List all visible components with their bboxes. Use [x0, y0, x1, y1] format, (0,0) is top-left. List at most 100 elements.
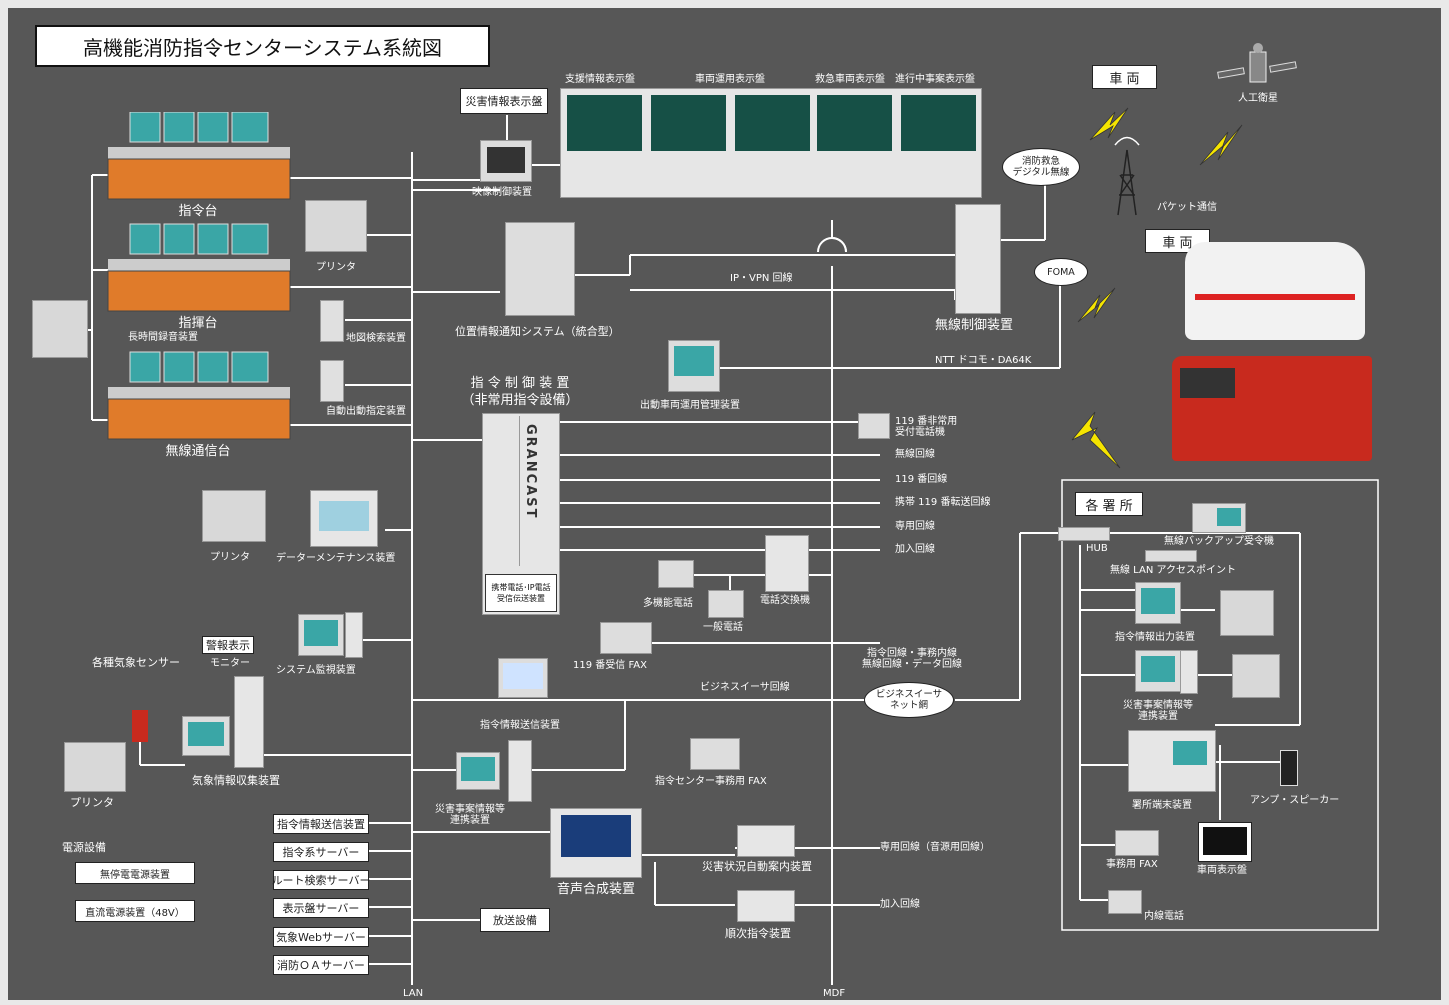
station-renkei-label: 災害事案情報等連携装置: [1123, 700, 1193, 722]
server-box-5: 消防ＯＡサーバー: [273, 955, 369, 975]
ichi-label: 位置情報通知システム（統合型）: [455, 325, 620, 338]
kisho-monitor-icon: [182, 716, 230, 756]
housou-box: 放送設備: [480, 908, 550, 932]
antenna-tower-icon: [1114, 136, 1140, 216]
kisho-sensor-label: 各種気象センサー: [92, 656, 180, 669]
console-group: [107, 112, 291, 440]
station-printer2-icon: [1232, 654, 1280, 698]
printer2-icon: [202, 490, 266, 542]
sharyo-display-label: 車両表示盤: [1197, 865, 1247, 876]
keiho-box: 警報表示: [202, 636, 254, 654]
recorder-icon: [32, 300, 88, 358]
panel-label-1: 車両運用表示盤: [695, 74, 765, 85]
backup-label: 無線バックアップ受令機: [1164, 536, 1274, 547]
junji-icon: [737, 890, 795, 922]
uketsuke-phone-icon: [858, 413, 890, 439]
power-title: 電源設備: [62, 841, 106, 854]
jimu-line2: 無線回線・データ回線: [862, 659, 962, 670]
recorder-label: 長時間録音装置: [128, 332, 198, 343]
ups-box: 無停電電源装置: [75, 862, 195, 884]
console-musen: [107, 351, 291, 440]
server-box-0: 指令情報送信装置: [273, 814, 369, 834]
sharyo2-box: 車 両: [1145, 229, 1210, 253]
kaisen119-label: 119 番回線: [895, 474, 948, 485]
data-maint-label: データーメンテナンス装置: [276, 553, 396, 564]
station-renkei-line2: 連携装置: [1138, 711, 1178, 722]
foma-oval: FOMA: [1034, 258, 1088, 286]
saigai-renkei-line2: 連携装置: [450, 815, 490, 826]
ippan-phone-icon: [708, 590, 744, 618]
center-fax-icon: [690, 738, 740, 770]
business-ether-oval: ビジネスイーサネット網: [864, 682, 954, 718]
ichi-system-icon: [505, 222, 575, 316]
sharyo1-box: 車 両: [1092, 65, 1157, 89]
hub-icon: [1058, 527, 1110, 541]
server-box-1: 指令系サーバー: [273, 842, 369, 862]
panel-label-3: 進行中事案表示盤: [895, 74, 975, 85]
koukan-icon: [765, 535, 809, 592]
dc-box: 直流電源装置（48V）: [75, 900, 195, 922]
hub-label: HUB: [1086, 543, 1108, 554]
lan-ap-label: 無線 LAN アクセスポイント: [1110, 565, 1236, 576]
station-printer1-icon: [1220, 590, 1274, 636]
center-fax-label: 指令センター事務用 FAX: [655, 776, 767, 787]
digital-line1: 消防救急: [1021, 156, 1060, 167]
speaker-icon: [1280, 750, 1298, 786]
saigai-annai-label: 災害状況自動案内装置: [702, 860, 812, 873]
takino-label: 多機能電話: [643, 598, 693, 609]
kisho-shushu-label: 気象情報収集装置: [192, 774, 280, 787]
eizo-label: 映像制御装置: [472, 187, 532, 198]
jimu-fax-label: 事務用 FAX: [1106, 859, 1158, 870]
jido-label: 自動出動指定装置: [326, 406, 406, 417]
backup-receiver-icon: [1192, 503, 1246, 533]
fire-engine-icon: [1172, 356, 1372, 461]
server-box-3: 表示盤サーバー: [273, 898, 369, 918]
grancast-cabinet-icon: GRANCAST 携帯電話･IP電話受信伝送装置: [482, 413, 560, 615]
onsei-label: 音声合成装置: [557, 882, 636, 897]
system-kanshi-tower-icon: [345, 612, 363, 658]
console-shirei: [107, 112, 291, 200]
panel-label-0: 支援情報表示盤: [565, 74, 635, 85]
terminal-label: 署所端末装置: [1132, 800, 1192, 811]
station-border: [1061, 479, 1379, 931]
uketsuke-line1: 119 番非常用: [895, 416, 958, 427]
satellite-icon: [1217, 43, 1297, 83]
saigai-renkei-tower-icon: [508, 740, 532, 802]
lan-ap-icon: [1145, 550, 1197, 562]
satellite-label: 人工衛星: [1238, 93, 1278, 104]
console-shirei-label: 指令台: [178, 204, 218, 219]
station-renkei-monitor-icon: [1135, 650, 1181, 692]
shirei-soshin-monitor-icon: [498, 658, 548, 698]
shutsudo-label: 出動車両運用管理装置: [640, 400, 740, 411]
printer1-icon: [305, 200, 367, 252]
uketsuke-label: 119 番非常用受付電話機: [895, 416, 957, 438]
musen-kaisen-label: 無線回線: [895, 449, 935, 460]
fax119-icon: [600, 622, 652, 654]
kisho-tower-icon: [234, 676, 264, 768]
printer3-label: プリンタ: [70, 796, 114, 809]
packet-label: パケット通信: [1157, 202, 1217, 213]
senyo-onsei-label: 専用回線（音源用回線）: [880, 842, 990, 853]
fax119-label: 119 番受信 FAX: [573, 660, 647, 671]
station-renkei-tower-icon: [1180, 650, 1198, 694]
kanyu-label: 加入回線: [895, 544, 935, 555]
grancast-label: GRANCAST: [523, 424, 538, 520]
digital-radio-oval: 消防救急デジタル無線: [1002, 148, 1080, 186]
saigai-renkei-monitor-icon: [456, 752, 500, 790]
monitor-label: モニター: [210, 658, 250, 669]
senyo-label: 専用回線: [895, 521, 935, 532]
amp-label: アンプ・スピーカー: [1250, 795, 1340, 806]
musen-seigyo-label: 無線制御装置: [935, 318, 1014, 333]
kanyu2-label: 加入回線: [880, 899, 920, 910]
page-title: 高機能消防指令センターシステム系統図: [35, 25, 490, 67]
keitai-line1: 携帯電話･IP電話: [491, 583, 551, 592]
jimu-line1: 指令回線・事務内線: [867, 648, 957, 659]
naisen-phone-icon: [1108, 890, 1142, 914]
be-line2: ネット網: [889, 700, 928, 711]
chizu-label: 地図検索装置: [346, 333, 406, 344]
system-kanshi-monitor-icon: [298, 614, 344, 656]
connection-lines: [82, 115, 1301, 985]
data-maint-icon: [310, 490, 378, 547]
be-line1: ビジネスイーサ: [875, 689, 943, 700]
